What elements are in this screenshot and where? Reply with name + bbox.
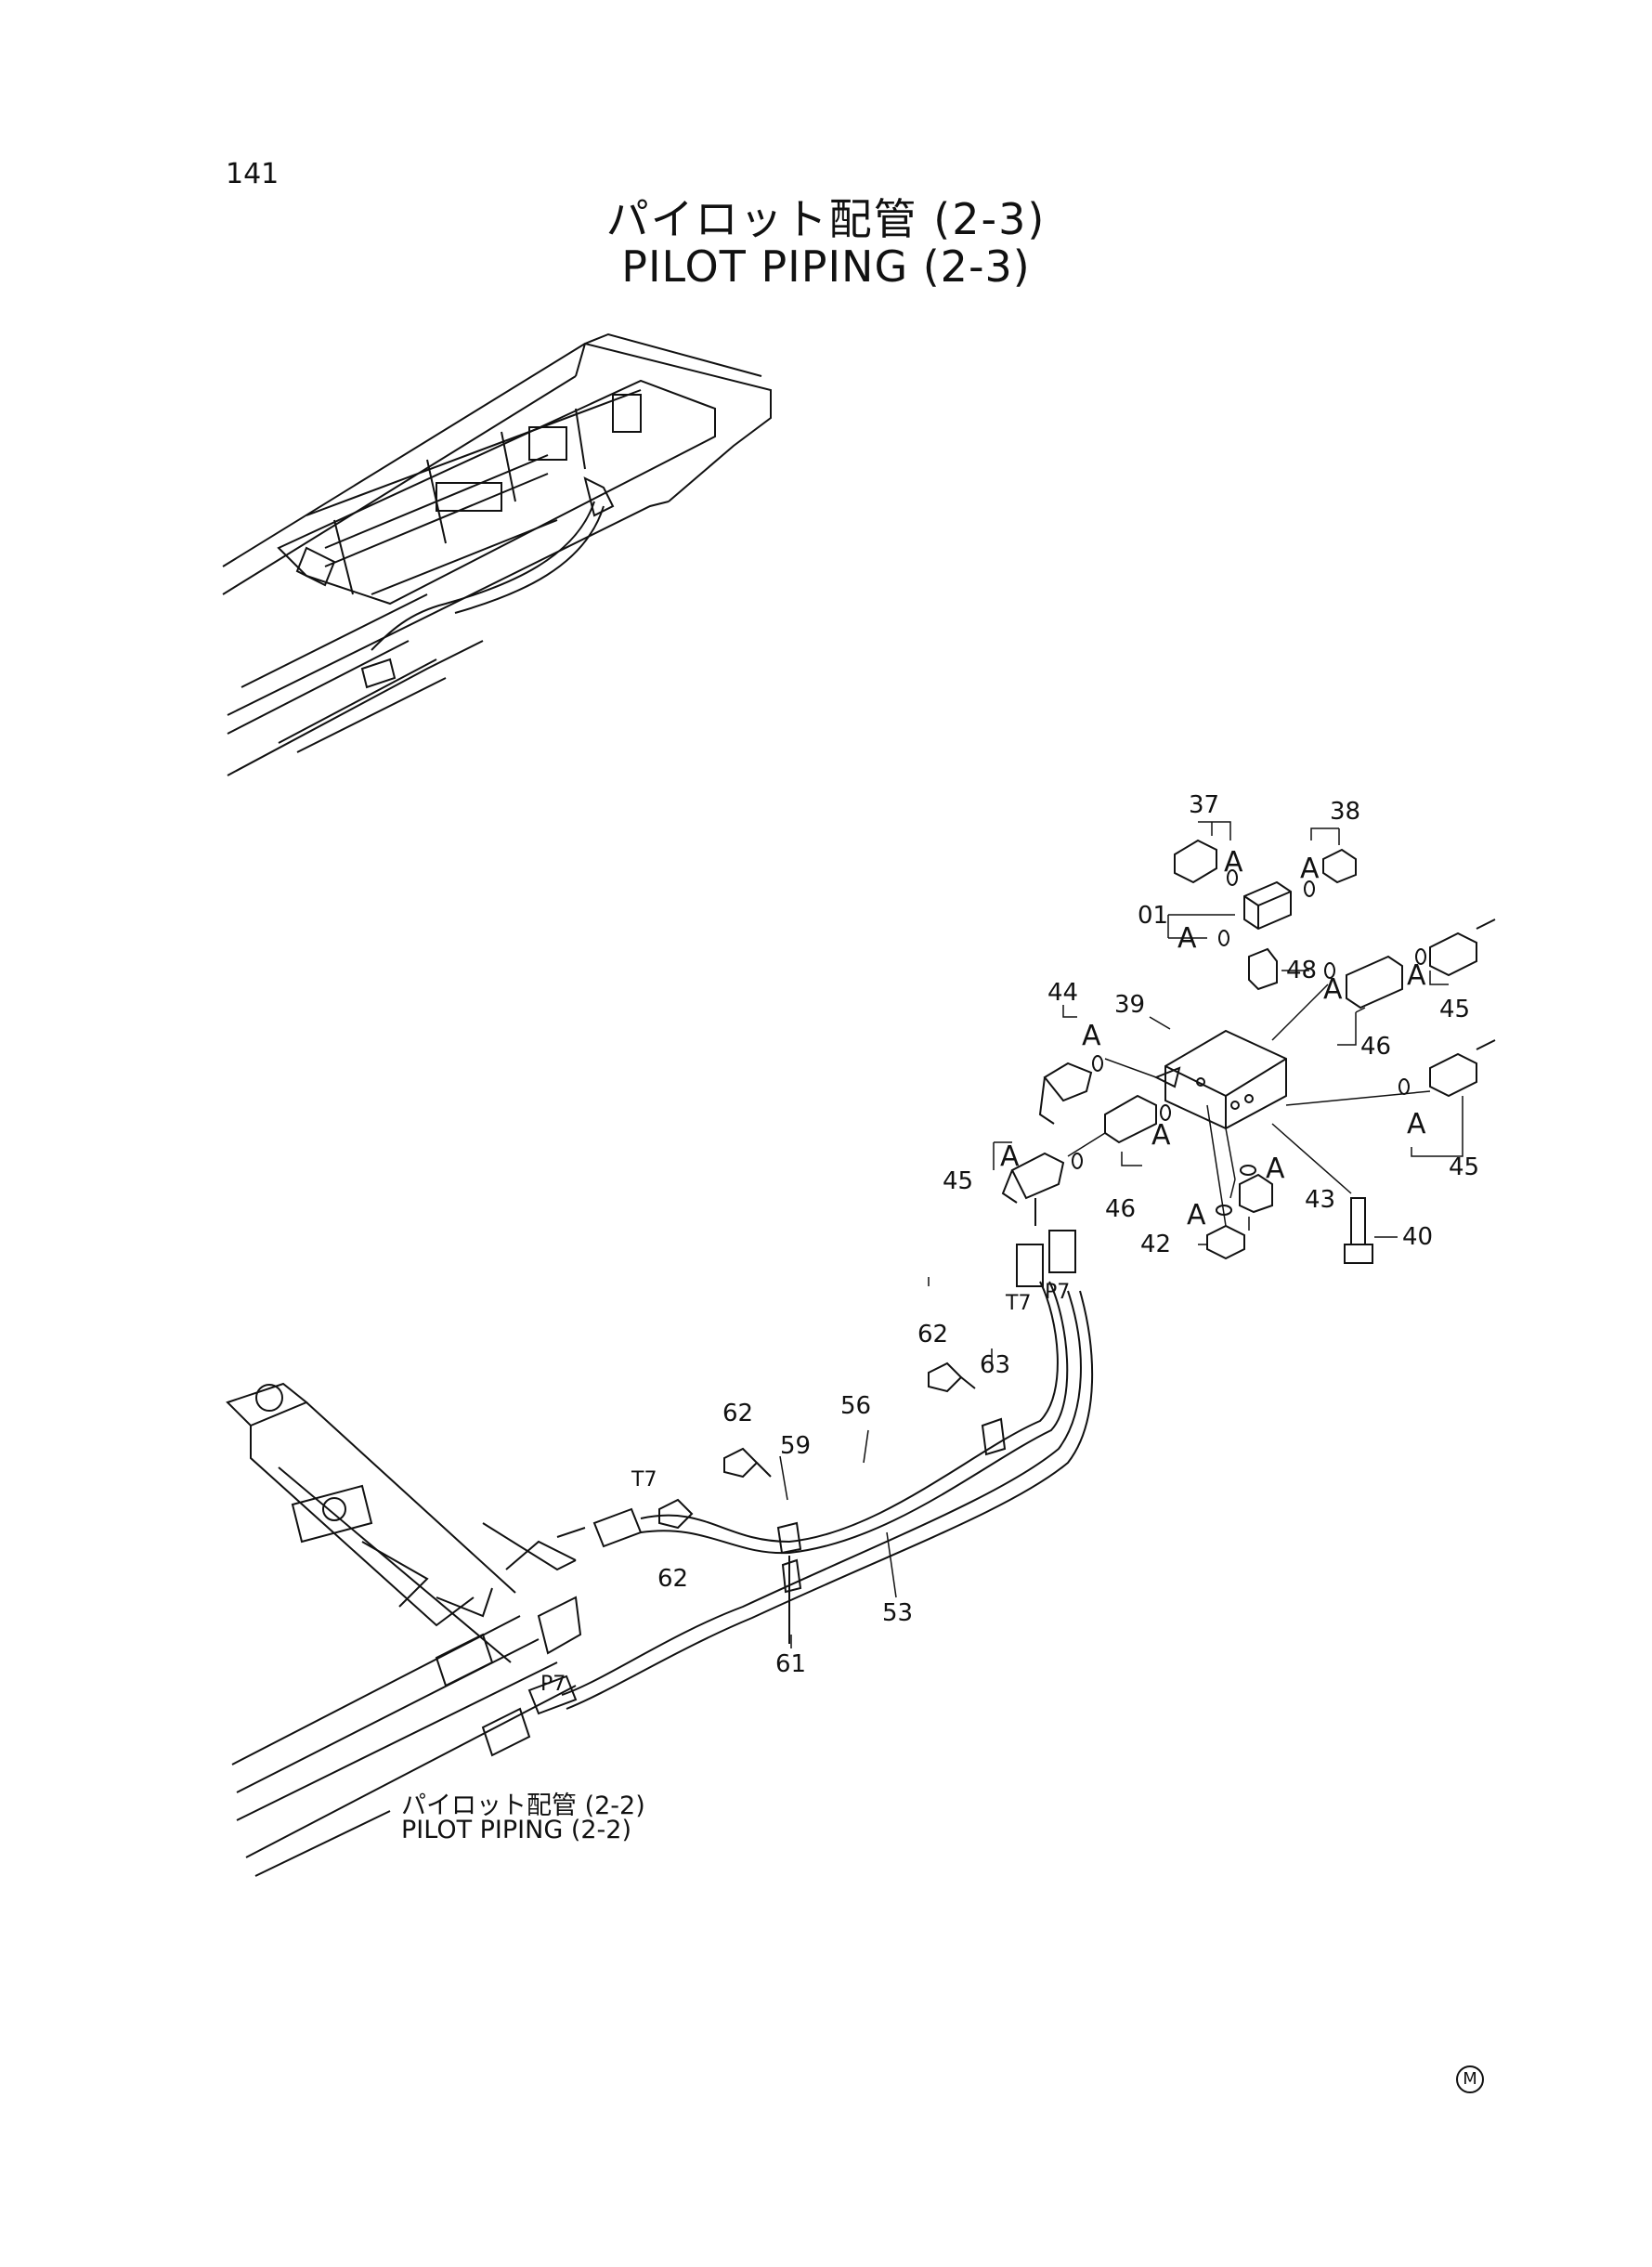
callouts: 37 38 01 48 39 46 45 45 44 45 46 43 42 4… bbox=[657, 791, 1479, 1678]
detail-marker: A bbox=[1300, 853, 1320, 885]
detail-marker: A bbox=[1266, 1153, 1285, 1185]
detail-marker: A bbox=[1407, 1108, 1426, 1140]
reference-title-japanese: パイロット配管 (2-2) bbox=[401, 1791, 645, 1820]
callout-40: 40 bbox=[1402, 1223, 1433, 1251]
detail-marker: A bbox=[1187, 1199, 1206, 1231]
detail-marker: A bbox=[1082, 1020, 1101, 1052]
port-label-p7: P7 bbox=[1045, 1281, 1070, 1304]
callout-48: 48 bbox=[1286, 957, 1317, 984]
callout-37: 37 bbox=[1189, 791, 1219, 819]
port-labels: T7 P7 T7 P7 bbox=[540, 1281, 1070, 1696]
callout-45-right: 45 bbox=[1449, 1153, 1479, 1181]
detail-marker: A bbox=[1323, 973, 1343, 1006]
hose-clamps bbox=[776, 1417, 1007, 1644]
callout-62-top: 62 bbox=[917, 1321, 948, 1348]
port-label-t7: T7 bbox=[631, 1468, 657, 1492]
callout-62-mid: 62 bbox=[722, 1400, 753, 1427]
page-number: 141 bbox=[226, 158, 280, 190]
callout-45-left: 45 bbox=[943, 1167, 973, 1195]
detail-marker: A bbox=[1407, 959, 1426, 992]
callout-59: 59 bbox=[780, 1432, 811, 1460]
valve-block bbox=[1153, 1029, 1287, 1130]
control-valve-assembly bbox=[226, 1382, 577, 1663]
callout-53: 53 bbox=[882, 1599, 913, 1627]
callout-46-right: 46 bbox=[1360, 1033, 1391, 1061]
reference-title-english: PILOT PIPING (2-2) bbox=[401, 1816, 632, 1844]
callout-01: 01 bbox=[1138, 902, 1168, 930]
detail-marker: A bbox=[1177, 922, 1197, 955]
callout-46-left: 46 bbox=[1105, 1195, 1136, 1223]
long-pipe-run bbox=[231, 1596, 582, 1877]
callout-43: 43 bbox=[1305, 1186, 1335, 1214]
callout-45-top: 45 bbox=[1439, 996, 1470, 1023]
callout-44: 44 bbox=[1047, 979, 1078, 1007]
callout-62-low: 62 bbox=[657, 1565, 688, 1593]
callout-42: 42 bbox=[1140, 1231, 1171, 1258]
callout-56: 56 bbox=[840, 1392, 871, 1420]
callout-63: 63 bbox=[980, 1351, 1010, 1379]
machine-frame-overview bbox=[222, 332, 772, 776]
valve-01 bbox=[1243, 880, 1292, 931]
title-english: PILOT PIPING (2-3) bbox=[621, 241, 1031, 292]
detail-markers: A A A A A A A A A A A bbox=[1000, 846, 1426, 1231]
callout-61: 61 bbox=[775, 1650, 806, 1678]
hose-lines bbox=[527, 1230, 1094, 1715]
detail-marker: A bbox=[1151, 1119, 1171, 1152]
fittings bbox=[1001, 839, 1496, 1264]
title-japanese: パイロット配管 (2-3) bbox=[605, 194, 1047, 244]
leader-lines bbox=[779, 821, 1463, 1648]
callout-39: 39 bbox=[1114, 991, 1145, 1019]
port-label-p7: P7 bbox=[540, 1673, 566, 1696]
detail-marker: A bbox=[1224, 846, 1243, 879]
corner-mark: M bbox=[1456, 2065, 1484, 2093]
callout-38: 38 bbox=[1330, 798, 1360, 826]
bolts bbox=[658, 1362, 976, 1530]
detail-marker: A bbox=[1000, 1140, 1020, 1173]
port-label-t7: T7 bbox=[1005, 1292, 1031, 1315]
